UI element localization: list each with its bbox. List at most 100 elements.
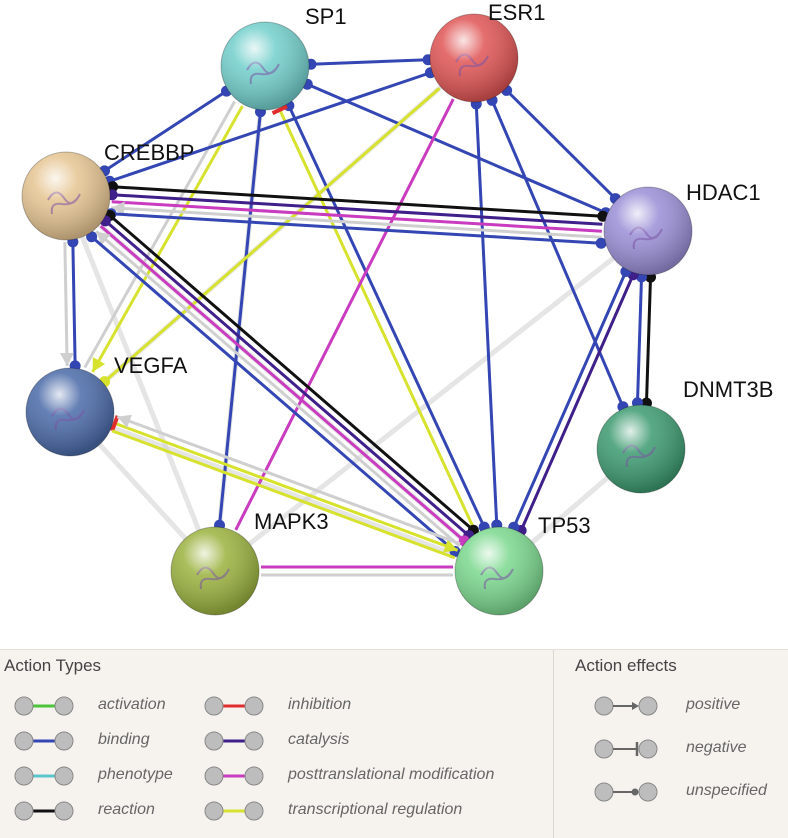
edge-SP1-VEGFA-14 xyxy=(91,105,244,373)
edge-CREBBP-HDAC1-24 xyxy=(111,200,602,233)
edge-end-dot xyxy=(597,210,609,222)
edge-VEGFA-TP53-38 xyxy=(114,421,459,552)
edge-ESR1-VEGFA-21 xyxy=(103,87,441,383)
node-crebbp[interactable]: CREBBP xyxy=(21,140,194,241)
edge-CREBBP-VEGFA-28 xyxy=(63,242,69,367)
action-types-title: Action Types xyxy=(4,656,102,675)
action-effects-title: Action effects xyxy=(575,656,677,675)
legend-label-activation: activation xyxy=(98,696,166,713)
legend-label-inhibition: inhibition xyxy=(288,696,352,713)
arrow-effect-icon xyxy=(594,696,658,716)
legend-item-inhibition: inhibition xyxy=(198,694,548,718)
reaction-swatch-icon xyxy=(14,801,74,821)
activation-swatch-icon xyxy=(14,696,74,716)
edge-CREBBP-HDAC1-23 xyxy=(112,193,603,226)
node-label-vegfa: VEGFA xyxy=(114,353,188,378)
transcriptional-swatch-icon xyxy=(204,801,264,821)
legend-item-reaction: reaction xyxy=(8,799,198,823)
node-gloss xyxy=(170,526,260,616)
legend-item-transcriptional: transcriptional regulation xyxy=(198,799,548,823)
node-label-hdac1: HDAC1 xyxy=(686,180,761,205)
node-gloss xyxy=(220,21,310,111)
edge-end-dot xyxy=(107,181,119,193)
edge-ESR1-DNMT3B-18 xyxy=(490,99,625,408)
edge-end-arrow xyxy=(92,357,106,372)
edge-CREBBP-TP53-30 xyxy=(104,219,470,537)
edge-MAPK3-HDAC1-2 xyxy=(213,229,650,573)
node-dnmt3b[interactable]: DNMT3B xyxy=(596,377,773,494)
edge-HDAC1-TP53-36 xyxy=(519,274,635,532)
legend-label-unspecified: unspecified xyxy=(686,782,767,799)
edge-SP1-CREBBP-10 xyxy=(103,89,228,173)
node-label-esr1: ESR1 xyxy=(488,0,545,25)
node-sp1[interactable]: SP1 xyxy=(220,4,347,111)
edge-CREBBP-TP53-29 xyxy=(108,214,475,532)
legend-item-ptm: posttranslational modification xyxy=(198,764,548,788)
edge-CREBBP-VEGFA-27 xyxy=(71,241,77,366)
edge-SP1-ESR1-8 xyxy=(310,58,429,66)
legend-effect-unspecified: unspecified xyxy=(588,780,783,804)
edge-HDAC1-DNMT3B-34 xyxy=(644,277,653,404)
phenotype-swatch-icon xyxy=(14,766,74,786)
binding-swatch-icon xyxy=(14,731,74,751)
legend-label-transcriptional: transcriptional regulation xyxy=(288,801,463,818)
edge-end-arrow xyxy=(442,539,458,553)
node-label-sp1: SP1 xyxy=(305,4,347,29)
edge-VEGFA-TP53-40 xyxy=(116,415,461,546)
node-gloss xyxy=(603,186,693,276)
node-gloss xyxy=(25,367,115,457)
edge-ESR1-CREBBP-16 xyxy=(109,71,431,183)
edge-ESR1-HDAC1-17 xyxy=(505,89,617,200)
node-mapk3[interactable]: MAPK3 xyxy=(170,509,329,616)
edge-CREBBP-HDAC1-25 xyxy=(111,206,602,239)
node-gloss xyxy=(596,404,686,494)
edge-CREBBP-HDAC1-22 xyxy=(112,185,603,218)
legend-item-activation: activation xyxy=(8,694,198,718)
node-hdac1[interactable]: HDAC1 xyxy=(603,180,761,276)
edges-layer xyxy=(59,54,657,577)
node-vegfa[interactable]: VEGFA xyxy=(25,353,188,457)
legend-label-phenotype: phenotype xyxy=(98,766,173,783)
edge-end-bar xyxy=(110,415,120,432)
edge-end-arrow xyxy=(117,414,132,428)
legend-label-positive: positive xyxy=(686,696,741,713)
edge-CREBBP-HDAC1-26 xyxy=(110,212,602,245)
edge-CREBBP-MAPK3-0 xyxy=(63,195,218,572)
inhibition-swatch-icon xyxy=(204,696,264,716)
edge-CREBBP-TP53-33 xyxy=(90,235,457,553)
node-gloss xyxy=(429,13,519,103)
legend-label-ptm: posttranslational modification xyxy=(288,766,495,783)
edge-end-arrow xyxy=(111,201,125,216)
node-tp53[interactable]: TP53 xyxy=(454,513,591,616)
edge-end-dot xyxy=(86,231,98,243)
node-esr1[interactable]: ESR1 xyxy=(429,0,545,103)
edge-HDAC1-DNMT3B-35 xyxy=(635,276,644,403)
edge-VEGFA-TP53-1 xyxy=(69,409,500,574)
node-label-mapk3: MAPK3 xyxy=(254,509,329,534)
edge-CREBBP-TP53-32 xyxy=(95,230,461,548)
node-label-crebbp: CREBBP xyxy=(104,140,194,165)
catalysis-swatch-icon xyxy=(204,731,264,751)
legend-effect-negative: negative xyxy=(588,737,783,761)
node-gloss xyxy=(454,526,544,616)
edge-end-dot xyxy=(595,237,607,249)
edge-HDAC1-TP53-37 xyxy=(512,270,628,528)
dot-effect-icon xyxy=(594,782,658,802)
edge-SP1-HDAC1-9 xyxy=(306,82,607,215)
node-gloss xyxy=(21,151,111,241)
ptm-swatch-icon xyxy=(204,766,264,786)
edge-SP1-TP53-13 xyxy=(278,109,477,532)
legend-panel: Action Types Action effects activation b… xyxy=(0,649,788,838)
legend-item-binding: binding xyxy=(8,729,198,753)
legend-label-catalysis: catalysis xyxy=(288,731,350,748)
edge-SP1-TP53-12 xyxy=(287,105,486,528)
legend-item-catalysis: catalysis xyxy=(198,729,548,753)
legend-label-reaction: reaction xyxy=(98,801,155,818)
edge-end-bar xyxy=(271,104,288,116)
legend-effect-positive: positive xyxy=(588,694,783,718)
legend-label-negative: negative xyxy=(686,739,747,756)
legend-label-binding: binding xyxy=(98,731,150,748)
edge-end-arrow xyxy=(96,231,111,246)
